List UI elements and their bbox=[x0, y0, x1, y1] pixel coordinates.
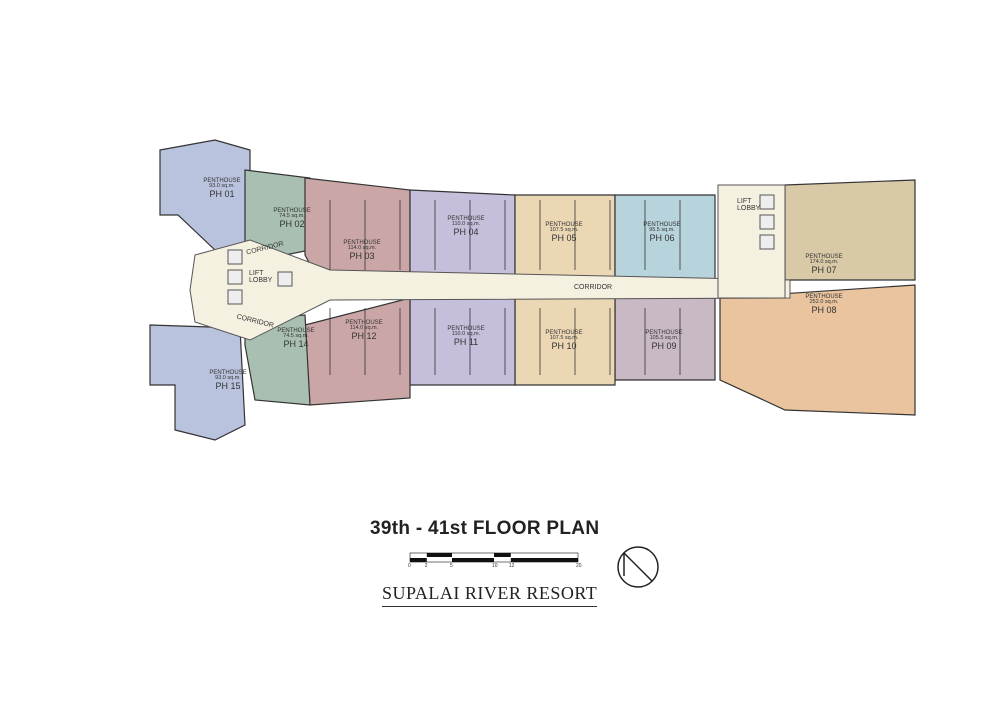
corridor-label-main: CORRIDOR bbox=[574, 284, 613, 291]
unit-area: 107.5 sq.m. bbox=[549, 227, 579, 234]
unit-area: 74.5 sq.m. bbox=[283, 333, 309, 340]
project-name: SUPALAI RIVER RESORT bbox=[382, 583, 598, 607]
unit-area: 93.0 sq.m. bbox=[209, 183, 235, 190]
unit-type: PENTHOUSE bbox=[805, 294, 843, 300]
unit-name: PH 08 bbox=[811, 305, 837, 316]
lift-lobby-label-west: LIFT LOBBY bbox=[249, 270, 273, 284]
unit-area: 114.0 sq.m. bbox=[349, 325, 379, 332]
unit-name: PH 06 bbox=[649, 233, 675, 244]
lift-shaft bbox=[759, 194, 775, 210]
unit-area: 110.0 sq.m. bbox=[451, 331, 481, 338]
scale-tick-label: 12 bbox=[508, 563, 515, 569]
unit-name: PH 10 bbox=[551, 341, 577, 352]
unit-name: PH 11 bbox=[453, 337, 479, 348]
lift-shaft bbox=[759, 214, 775, 230]
unit-ph-08 bbox=[719, 284, 916, 416]
unit-type: PENTHOUSE bbox=[343, 240, 381, 246]
unit-type: PENTHOUSE bbox=[645, 330, 683, 336]
unit-area: 93.0 sq.m. bbox=[215, 375, 241, 382]
unit-type: PENTHOUSE bbox=[545, 222, 583, 228]
unit-ph-15 bbox=[149, 324, 246, 441]
lift-shaft bbox=[227, 249, 243, 265]
scale-tick-label: 0 bbox=[408, 563, 411, 569]
unit-name: PH 07 bbox=[811, 265, 837, 276]
unit-type: PENTHOUSE bbox=[273, 208, 311, 214]
unit-area: 105.5 sq.m. bbox=[649, 335, 679, 342]
unit-name: PH 12 bbox=[351, 331, 377, 342]
unit-type: PENTHOUSE bbox=[805, 254, 843, 260]
scale-tick-label: 2 bbox=[424, 563, 428, 569]
unit-name: PH 02 bbox=[279, 219, 305, 230]
unit-area: 95.5 sq.m. bbox=[649, 227, 675, 234]
corridor bbox=[189, 239, 791, 341]
scale-bar-frame bbox=[409, 552, 579, 563]
unit-type: PENTHOUSE bbox=[643, 222, 681, 228]
north-arrow-circle bbox=[617, 546, 659, 588]
scale-tick-label: 20 bbox=[576, 563, 582, 569]
unit-name: PH 03 bbox=[349, 251, 375, 262]
scale-tick-label: 10 bbox=[492, 563, 498, 569]
unit-type: PENTHOUSE bbox=[203, 178, 241, 184]
unit-type: PENTHOUSE bbox=[345, 320, 383, 326]
scale-bar-segment bbox=[426, 553, 452, 557]
unit-area: 252.0 sq.m. bbox=[809, 299, 839, 306]
unit-area: 74.5 sq.m. bbox=[279, 213, 305, 220]
scale-tick-label: 5 bbox=[450, 563, 453, 569]
plan-title: 39th - 41st FLOOR PLAN bbox=[370, 518, 600, 539]
unit-ph-12 bbox=[304, 297, 411, 406]
unit-type: PENTHOUSE bbox=[447, 216, 485, 222]
unit-area: 110.0 sq.m. bbox=[451, 221, 481, 228]
unit-name: PH 04 bbox=[453, 227, 479, 238]
unit-type: PENTHOUSE bbox=[447, 326, 485, 332]
lift-shaft bbox=[759, 234, 775, 250]
scale-bar-segment bbox=[410, 558, 427, 562]
unit-area: 174.0 sq.m. bbox=[809, 259, 839, 266]
unit-area: 114.0 sq.m. bbox=[347, 245, 377, 252]
unit-type: PENTHOUSE bbox=[277, 328, 315, 334]
scale-bar-segment bbox=[494, 553, 511, 557]
unit-name: PH 14 bbox=[283, 339, 309, 350]
unit-area: 107.5 sq.m. bbox=[549, 335, 579, 342]
lift-shaft bbox=[227, 269, 243, 285]
scale-bar-segment bbox=[452, 558, 494, 562]
unit-type: PENTHOUSE bbox=[209, 370, 247, 376]
lift-lobby-label-east: LIFT LOBBY bbox=[737, 198, 761, 212]
unit-type: PENTHOUSE bbox=[545, 330, 583, 336]
lift-shaft bbox=[227, 289, 243, 305]
unit-name: PH 15 bbox=[215, 381, 241, 392]
unit-name: PH 01 bbox=[209, 189, 235, 200]
unit-name: PH 09 bbox=[651, 341, 677, 352]
lift-shaft bbox=[277, 271, 293, 287]
north-arrow-line bbox=[623, 552, 653, 582]
scale-bar-segment bbox=[510, 558, 578, 562]
unit-name: PH 05 bbox=[551, 233, 577, 244]
